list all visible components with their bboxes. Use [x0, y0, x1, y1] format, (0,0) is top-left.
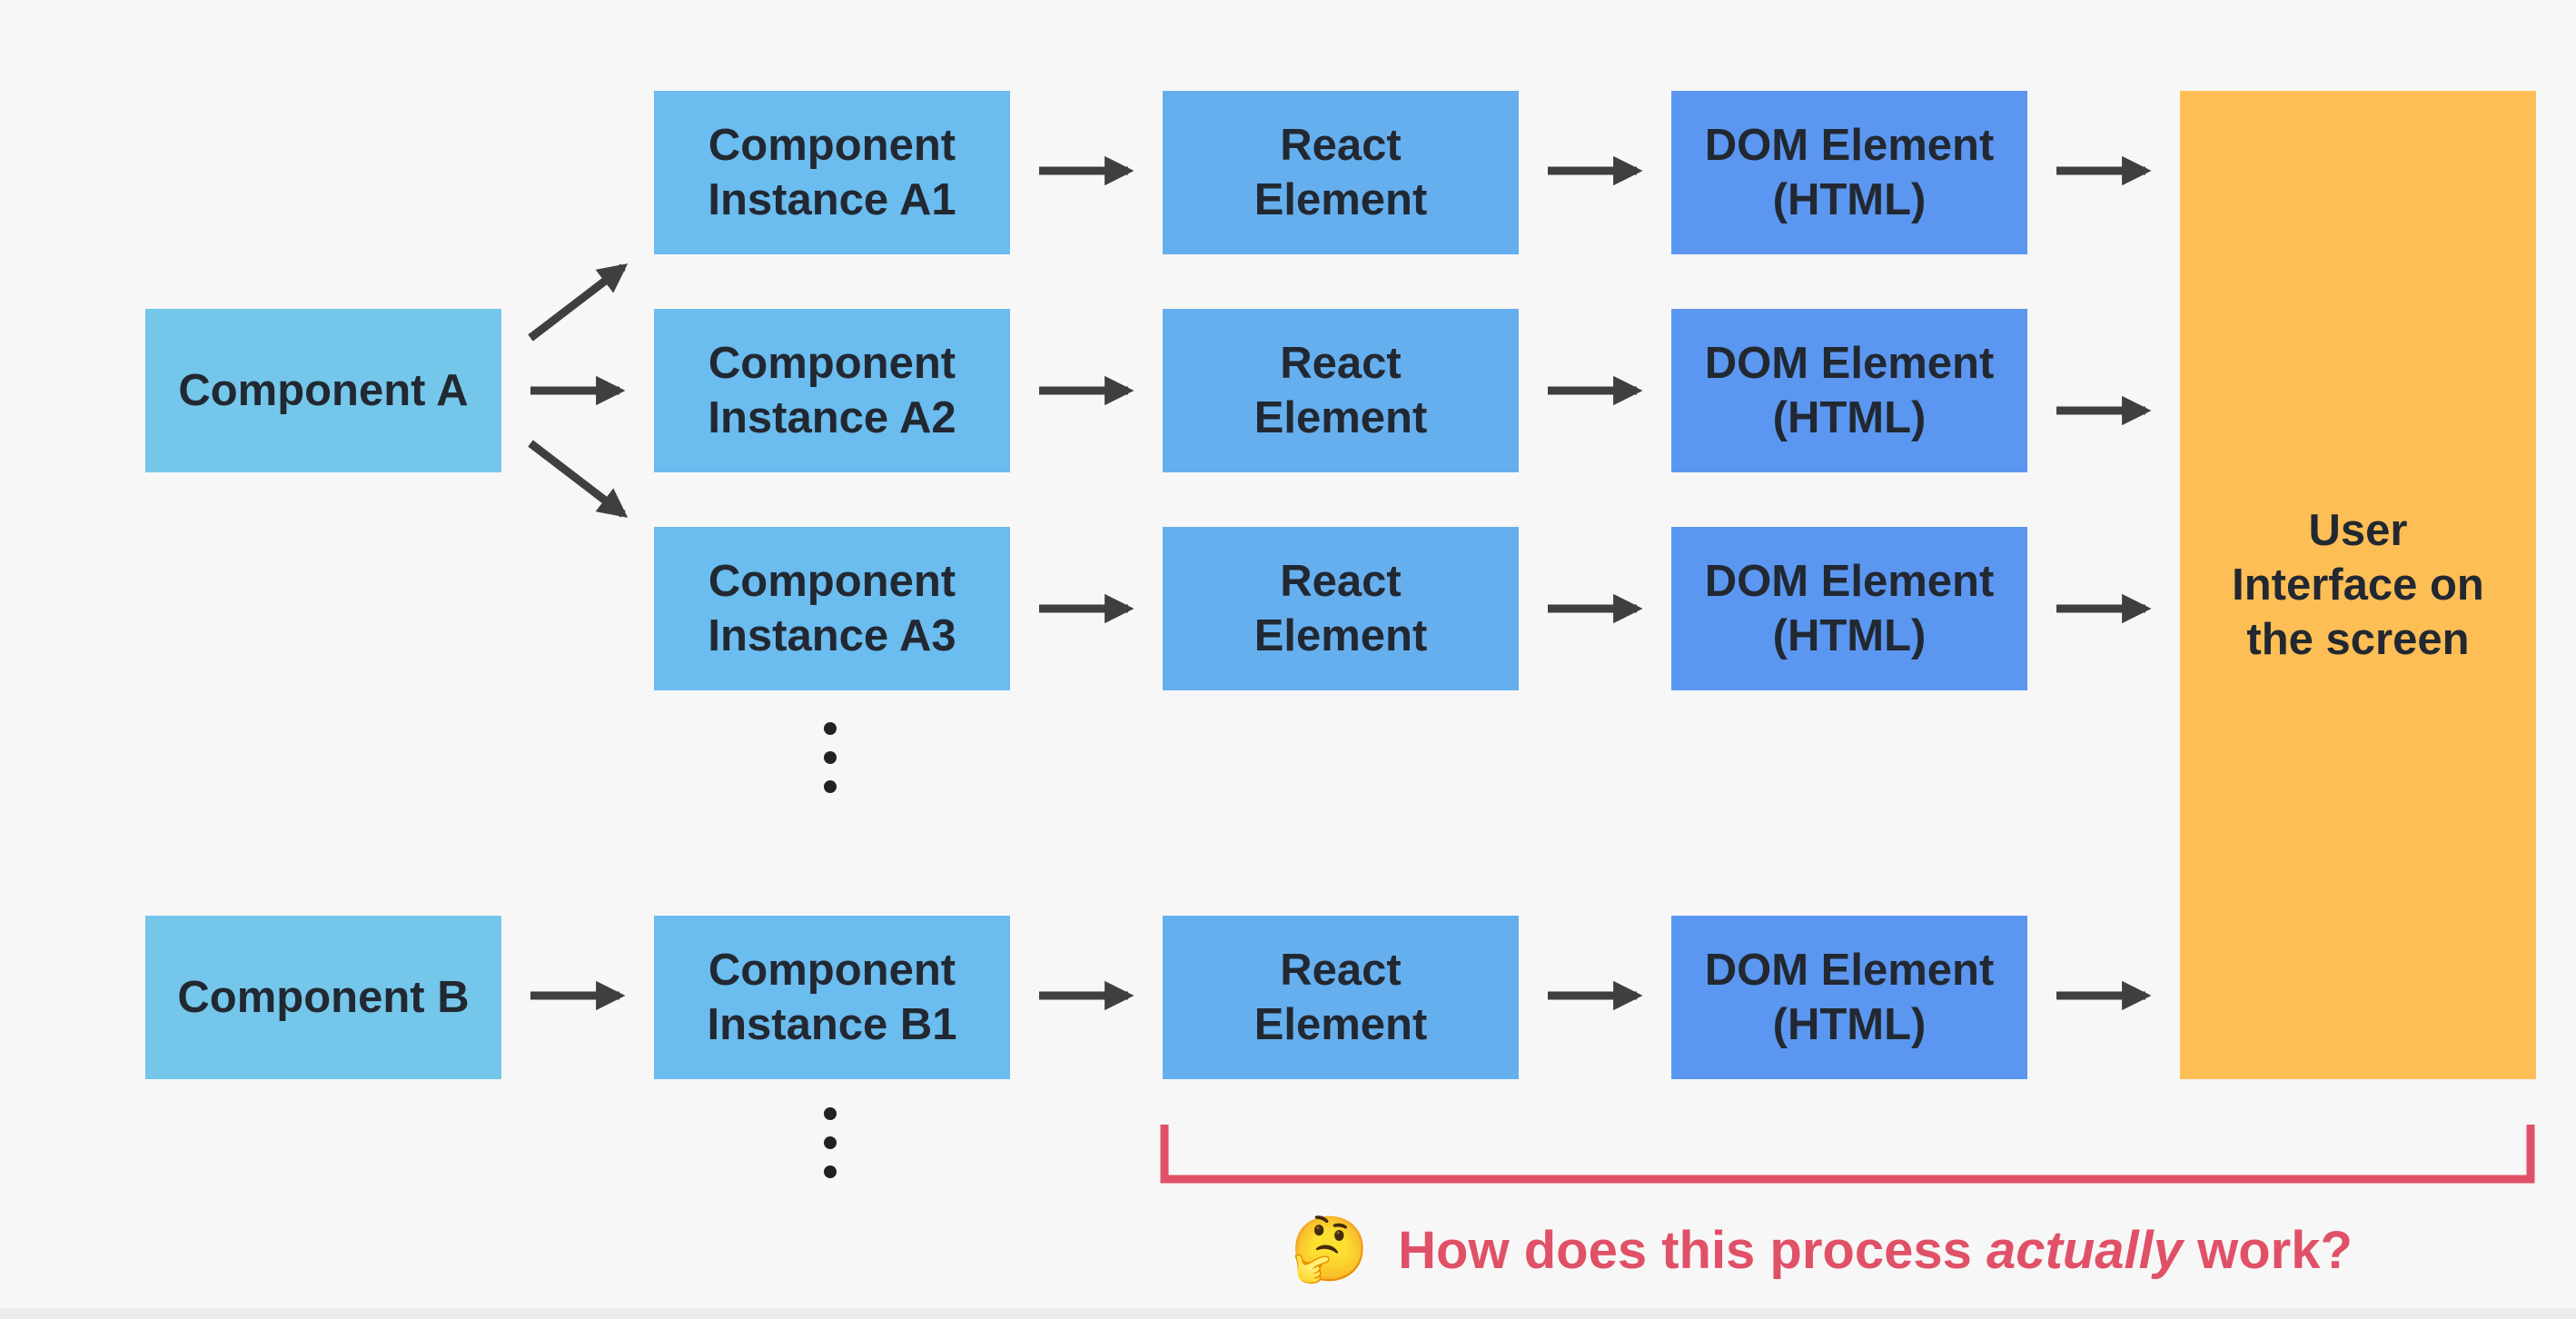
- process-bracket: [1160, 1125, 2535, 1184]
- react-element-box-2: React Element: [1163, 309, 1519, 472]
- dom-element-box-3: DOM Element (HTML): [1671, 527, 2027, 690]
- instance-a2-box: Component Instance A2: [654, 309, 1010, 472]
- component-b-box: Component B: [145, 916, 501, 1079]
- dom-element-box-2: DOM Element (HTML): [1671, 309, 2027, 472]
- ellipsis-instances-a: [824, 722, 837, 793]
- dom-element-box-1: DOM Element (HTML): [1671, 91, 2027, 254]
- arrow-a-to-a3: [528, 440, 629, 518]
- bottom-edge-band: [0, 1308, 2576, 1319]
- process-question: 🤔 How does this process actually work?: [1290, 1205, 2353, 1295]
- thinking-face-icon: 🤔: [1290, 1214, 1370, 1284]
- instance-b1-box: Component Instance B1: [654, 916, 1010, 1079]
- user-interface-box: User Interface on the screen: [2180, 91, 2536, 1079]
- component-a-box: Component A: [145, 309, 501, 472]
- ellipsis-instances-b: [824, 1107, 837, 1178]
- question-text: How does this process actually work?: [1398, 1220, 2353, 1280]
- react-element-box-4: React Element: [1163, 916, 1519, 1079]
- instance-a1-box: Component Instance A1: [654, 91, 1010, 254]
- react-element-box-3: React Element: [1163, 527, 1519, 690]
- react-element-box-1: React Element: [1163, 91, 1519, 254]
- dom-element-box-4: DOM Element (HTML): [1671, 916, 2027, 1079]
- arrow-a-to-a1: [528, 263, 629, 342]
- instance-a3-box: Component Instance A3: [654, 527, 1010, 690]
